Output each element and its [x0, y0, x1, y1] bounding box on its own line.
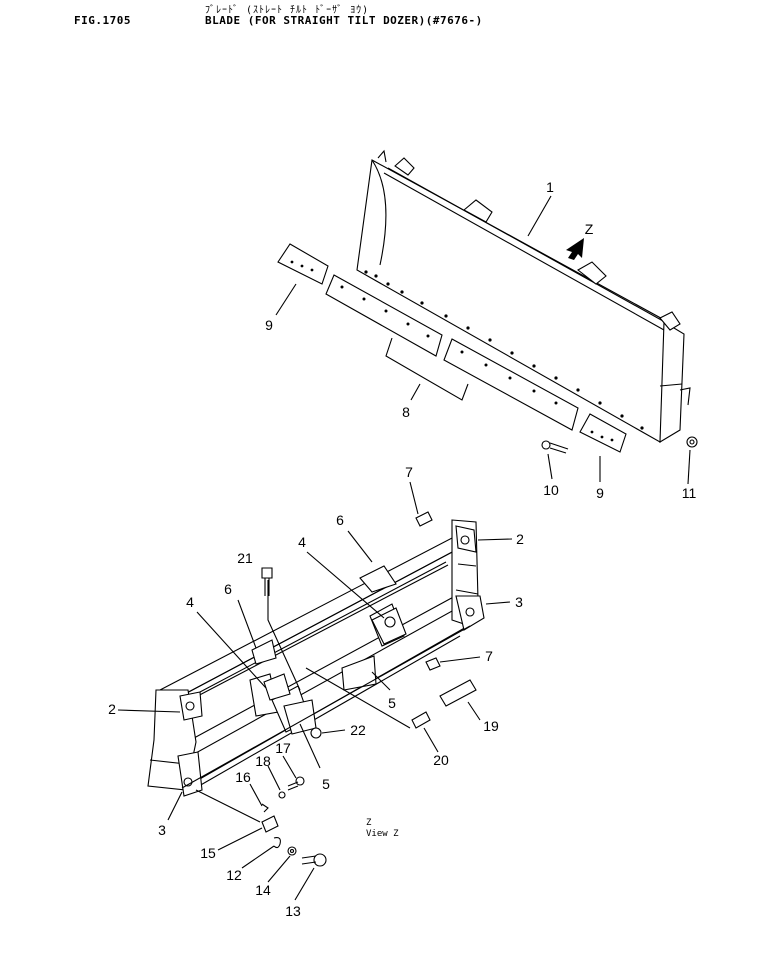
bolt-17	[287, 776, 305, 791]
bolt-21	[261, 567, 273, 596]
callout-6: 6	[336, 512, 344, 528]
callout-4: 4	[298, 534, 306, 550]
pin-19	[439, 679, 477, 707]
callout-12: 12	[226, 867, 242, 883]
view-z-letter: Z	[366, 818, 372, 828]
callout-18: 18	[255, 753, 271, 769]
callout-21: 21	[237, 550, 253, 566]
callout-5: 5	[388, 695, 396, 711]
view-z-label: Z View Z	[366, 818, 399, 840]
grease-fitting-7	[415, 511, 441, 671]
callout-10: 10	[543, 482, 559, 498]
title-japanese: ﾌﾞﾚｰﾄﾞ (ｽﾄﾚｰﾄ ﾁﾙﾄ ﾄﾞｰｻﾞ ﾖｳ)	[205, 5, 370, 16]
svg-text:Z: Z	[585, 221, 594, 237]
figure-number: FIG.1705	[74, 14, 131, 27]
blade-bolt-holes	[364, 270, 644, 430]
bolt-10	[541, 440, 569, 454]
callout-6: 6	[224, 581, 232, 597]
cutting-edges	[325, 274, 579, 431]
callout-20: 20	[433, 752, 449, 768]
nut-11	[686, 436, 698, 448]
callout-16: 16	[235, 769, 251, 785]
end-bits	[277, 243, 627, 453]
callout-7: 7	[485, 648, 493, 664]
view-z-arrow: Z	[566, 221, 594, 260]
callout-9: 9	[265, 317, 273, 333]
grease-fitting-20	[411, 711, 431, 729]
callout-7: 7	[405, 464, 413, 480]
callout-numbers: 1 2 2 3 3 4 4 5 5 6 6 7 7 8 9 9 10 11 12…	[108, 179, 696, 919]
callout-19: 19	[483, 718, 499, 734]
washer-14	[287, 846, 297, 856]
callout-4: 4	[186, 594, 194, 610]
title-english: BLADE (FOR STRAIGHT TILT DOZER)(#7676-)	[205, 14, 483, 27]
view-z-caption: View Z	[366, 829, 399, 839]
callout-3: 3	[158, 822, 166, 838]
callout-15: 15	[200, 845, 216, 861]
cotter-16	[261, 803, 269, 813]
callout-1: 1	[546, 179, 554, 195]
callout-13: 13	[285, 903, 301, 919]
callout-22: 22	[350, 722, 366, 738]
pin-15	[261, 815, 279, 833]
callout-5: 5	[322, 776, 330, 792]
bolt-13	[301, 853, 327, 867]
leader-lines	[117, 195, 691, 901]
washer-18	[278, 791, 286, 799]
blade-frame	[147, 519, 485, 797]
callout-14: 14	[255, 882, 271, 898]
callout-3: 3	[515, 594, 523, 610]
callout-11: 11	[682, 485, 697, 501]
callout-17: 17	[275, 740, 291, 756]
callout-9: 9	[596, 485, 604, 501]
washer-22	[310, 727, 322, 739]
callout-8: 8	[402, 404, 410, 420]
clip-12	[273, 837, 281, 849]
blade-assembly	[356, 149, 691, 443]
callout-2: 2	[516, 531, 524, 547]
callout-2: 2	[108, 701, 116, 717]
